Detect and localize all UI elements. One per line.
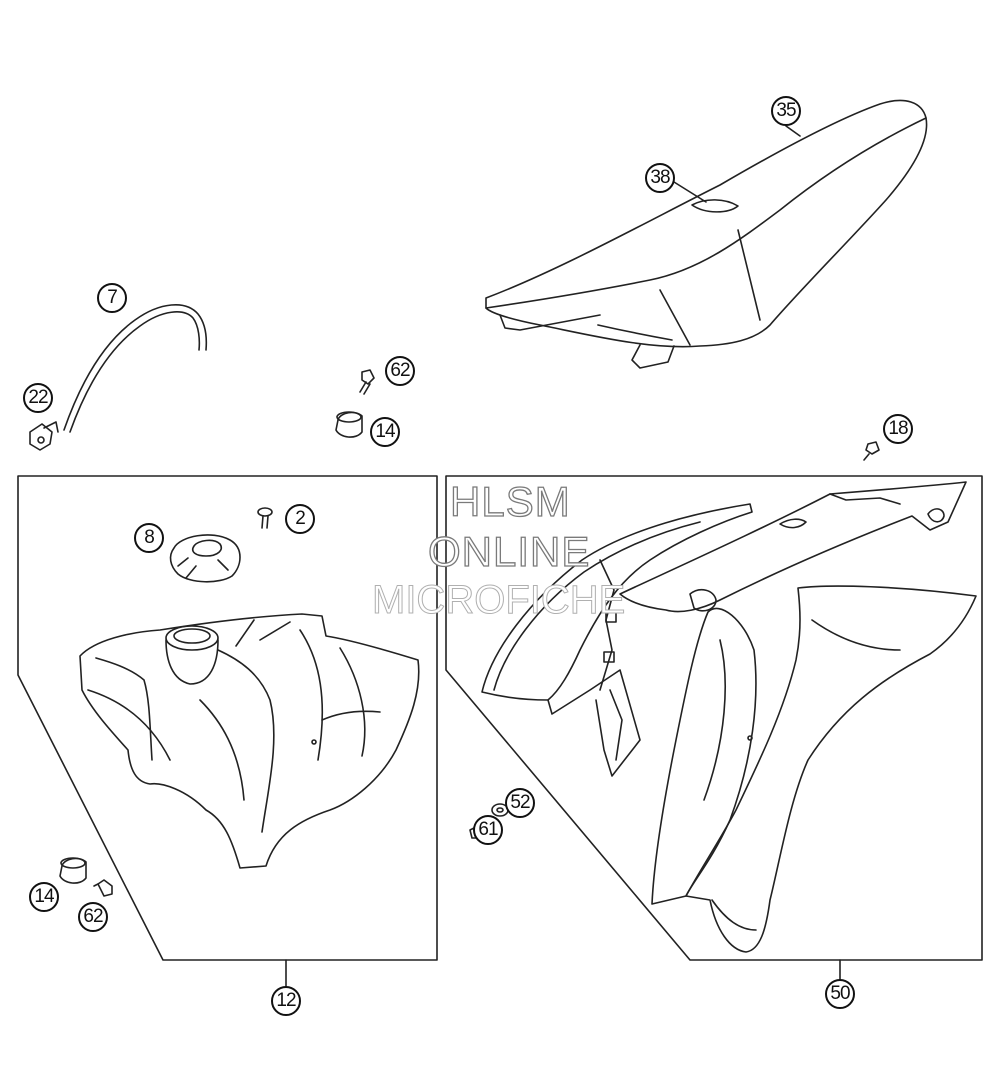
callout-2[interactable]: 2 (285, 504, 315, 534)
callout-18[interactable]: 18 (883, 414, 913, 444)
watermark-line-2: ONLINE (427, 527, 591, 575)
callout-12[interactable]: 12 (271, 986, 301, 1016)
callout-14-top[interactable]: 14 (370, 417, 400, 447)
bolt-62-bottom-illustration (93, 879, 113, 897)
fuel-tank-group-frame (17, 475, 438, 961)
callout-22[interactable]: 22 (23, 383, 53, 413)
callout-8[interactable]: 8 (134, 523, 164, 553)
leader-38 (673, 181, 707, 203)
callout-7[interactable]: 7 (97, 283, 127, 313)
bolt-18-illustration (863, 441, 880, 461)
screw-2-illustration (257, 507, 273, 529)
seat-illustration (485, 99, 928, 369)
radiator-shroud-right-illustration (619, 481, 967, 613)
watermark-line-1: HLSM (449, 477, 571, 525)
leader-35 (785, 125, 801, 137)
callout-50[interactable]: 50 (825, 979, 855, 1009)
fuel-hose-illustration (63, 304, 208, 433)
callout-38[interactable]: 38 (645, 163, 675, 193)
callout-62-top[interactable]: 62 (385, 356, 415, 386)
callout-62-bottom[interactable]: 62 (78, 902, 108, 932)
bolt-62-top-illustration (359, 369, 375, 395)
bushing-14-bottom-illustration (59, 857, 87, 884)
bushing-14-top-illustration (335, 411, 363, 438)
watermark-line-3: MICROFICHE (371, 578, 626, 623)
callout-61[interactable]: 61 (473, 815, 503, 845)
radiator-shroud-left-illustration (481, 503, 753, 777)
callout-14-bottom[interactable]: 14 (29, 882, 59, 912)
hose-fitting-illustration (29, 421, 59, 451)
radiator-shroud-group-frame (445, 475, 983, 961)
fuel-tank-illustration (79, 613, 420, 869)
number-plate-side-illustration (651, 585, 977, 953)
callout-35[interactable]: 35 (771, 96, 801, 126)
fuel-cap-illustration (169, 534, 241, 583)
callout-52[interactable]: 52 (505, 788, 535, 818)
